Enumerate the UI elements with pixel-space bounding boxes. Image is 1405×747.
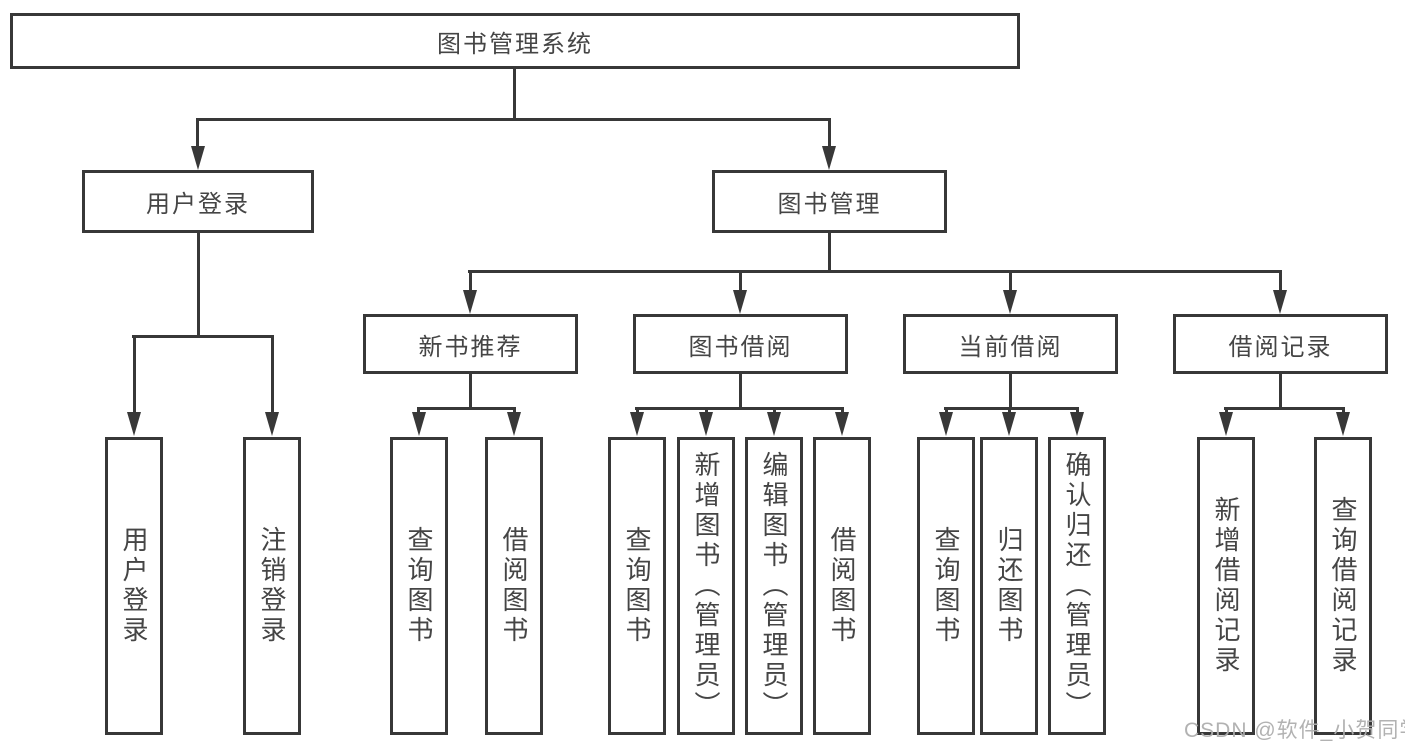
connector-book-mgmt-hline [468,270,1282,273]
connector-leaf-stub [841,407,844,416]
arrowhead-icon [733,290,747,314]
leaf-add-borrow-record-label: 新增借阅记录 [1211,496,1241,676]
leaf-query-borrow-record-label: 查询借阅记录 [1328,496,1358,676]
node-user-login-label: 用户登录 [146,191,250,218]
connector-leaf-stub [1225,407,1228,416]
arrowhead-icon [127,412,141,436]
leaf-return-book-label: 归还图书 [994,526,1024,646]
node-library-management-system-label: 图书管理系统 [437,30,593,58]
arrowhead-icon [767,412,781,436]
leaf-add-book-admin-label: 新增图书（管理员） [691,451,721,721]
arrowhead-icon [507,412,521,436]
leaf-logout: 注销登录 [243,437,301,735]
node-book-management-label: 图书管理 [777,191,882,218]
leaf-add-borrow-record: 新增借阅记录 [1197,437,1255,735]
connector-book-mgmt-stem [828,233,831,273]
connector-leaf-stub [513,407,516,416]
leaf-add-book-admin: 新增图书（管理员） [677,437,735,735]
connector-user-login-stub [196,118,199,150]
connector-book-mgmt-stub [828,118,831,150]
leaf-return-book: 归还图书 [980,437,1038,735]
arrowhead-icon [1070,412,1084,436]
connector-l3-stub [739,270,742,294]
leaf-query-books-borrowing: 查询图书 [608,437,666,735]
node-book-borrowing-label: 图书借阅 [688,333,793,361]
leaf-query-books-recommend: 查询图书 [390,437,448,735]
leaf-borrow-books-borrowing: 借阅图书 [813,437,871,735]
leaf-edit-book-admin-label: 编辑图书（管理员） [759,451,789,721]
leaf-borrow-books-recommend-label: 借阅图书 [499,526,529,646]
leaf-confirm-return-admin-label: 确认归还（管理员） [1062,451,1092,721]
leaf-user-login: 用户登录 [105,437,163,735]
connector-leaf-stub [636,407,639,416]
connector-leaf-stub [1008,407,1011,416]
connector-records-stem [1279,374,1282,410]
leaf-query-books-current: 查询图书 [917,437,975,735]
leaf-edit-book-admin: 编辑图书（管理员） [745,437,803,735]
connector-l3-stub [469,270,472,294]
connector-root-hline [196,118,831,121]
node-new-book-recommend: 新书推荐 [363,314,578,374]
connector-recommend-hline [417,407,516,410]
leaf-logout-label: 注销登录 [257,526,287,646]
arrowhead-icon [822,146,836,170]
arrowhead-icon [1273,290,1287,314]
connector-leaf-stub [417,407,420,416]
leaf-query-books-current-label: 查询图书 [931,526,961,646]
arrowhead-icon [1002,412,1016,436]
leaf-query-borrow-record: 查询借阅记录 [1314,437,1372,735]
connector-borrowing-stem [739,374,742,410]
leaf-query-books-recommend-label: 查询图书 [404,526,434,646]
connector-records-hline [1224,407,1345,410]
node-current-borrowing-label: 当前借阅 [958,333,1063,361]
connector-recommend-stem [469,374,472,410]
connector-l3-stub [1009,270,1012,294]
node-library-management-system: 图书管理系统 [10,13,1020,69]
node-borrowing-records: 借阅记录 [1173,314,1388,374]
connector-borrowing-hline [635,407,844,410]
node-borrowing-records-label: 借阅记录 [1228,333,1333,361]
arrowhead-icon [1336,412,1350,436]
connector-leaf-stub [271,335,274,415]
node-book-borrowing: 图书借阅 [633,314,848,374]
arrowhead-icon [699,412,713,436]
connector-user-login-hline [132,335,274,338]
connector-user-login-stem [197,233,200,338]
leaf-borrow-books-borrowing-label: 借阅图书 [827,526,857,646]
arrowhead-icon [939,412,953,436]
arrowhead-icon [412,412,426,436]
node-current-borrowing: 当前借阅 [903,314,1118,374]
node-new-book-recommend-label: 新书推荐 [418,333,523,361]
connector-l3-stub [1279,270,1282,294]
arrowhead-icon [463,290,477,314]
node-user-login: 用户登录 [82,170,314,233]
connector-leaf-stub [1076,407,1079,416]
arrowhead-icon [1219,412,1233,436]
arrowhead-icon [835,412,849,436]
connector-leaf-stub [773,407,776,416]
arrowhead-icon [1003,290,1017,314]
csdn-watermark: CSDN @软件_小贺同学 [1184,719,1405,742]
connector-current-hline [944,407,1079,410]
connector-leaf-stub [1342,407,1345,416]
arrowhead-icon [265,412,279,436]
connector-current-stem [1009,374,1012,410]
leaf-confirm-return-admin: 确认归还（管理员） [1048,437,1106,735]
node-book-management: 图书管理 [712,170,947,233]
leaf-user-login-label: 用户登录 [119,526,149,646]
leaf-borrow-books-recommend: 借阅图书 [485,437,543,735]
leaf-query-books-borrowing-label: 查询图书 [622,526,652,646]
arrowhead-icon [630,412,644,436]
arrowhead-icon [191,146,205,170]
connector-leaf-stub [133,335,136,415]
connector-root-stem [513,69,516,121]
connector-leaf-stub [945,407,948,416]
connector-leaf-stub [705,407,708,416]
